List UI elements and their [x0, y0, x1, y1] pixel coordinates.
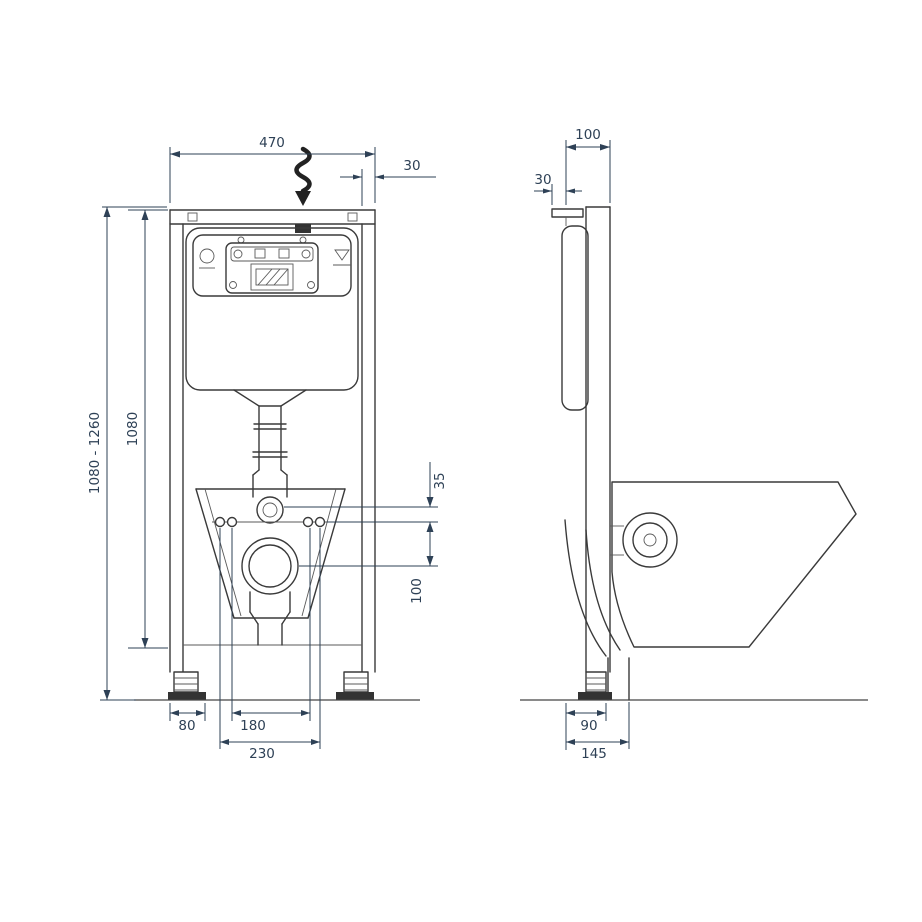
- cistern-profile: [561, 225, 589, 411]
- dim-frame-depth-label: 100: [575, 127, 601, 143]
- access-panel: [192, 234, 352, 297]
- dim-fixing-bolt-spacing-label: 180: [240, 718, 266, 734]
- dim-foot-width: 80: [169, 703, 206, 734]
- dim-foot-width-label: 80: [178, 718, 195, 734]
- dim-wall-bracket-offset: 30: [534, 172, 582, 205]
- wall-bracket: [551, 208, 584, 218]
- dim-frame-height: 1080: [125, 209, 168, 649]
- front-view: [134, 146, 420, 701]
- fixing-bolts: [212, 516, 328, 528]
- dim-profile-width: 30: [340, 158, 436, 206]
- drain-outlet: [241, 537, 299, 646]
- front-dimensions: 470 30 1080 - 1260 1080: [87, 135, 448, 762]
- flush-pipe: [252, 405, 288, 524]
- brand-logo-icon: [199, 248, 215, 269]
- frame-rails: [169, 209, 376, 673]
- dim-bend-to-drain-label: 100: [409, 578, 425, 604]
- dim-profile-width-label: 30: [403, 158, 420, 174]
- dim-foot-depth-label: 90: [580, 718, 597, 734]
- dim-overall-height: 1080 - 1260: [87, 206, 167, 701]
- dim-frame-height-label: 1080: [125, 412, 141, 446]
- flush-bend: [256, 496, 284, 524]
- waste-pipe: [564, 519, 630, 701]
- dim-frame-width: 470: [169, 135, 376, 203]
- bowl-flange: [622, 512, 678, 568]
- dim-foot-depth: 90: [565, 703, 607, 750]
- dim-frame-width-label: 470: [259, 135, 285, 151]
- dim-bend-to-drain: 100: [299, 522, 438, 604]
- dim-wall-bracket-offset-label: 30: [534, 172, 551, 188]
- flush-arrow-icon: [294, 146, 312, 206]
- dim-frame-depth: 100: [565, 127, 611, 205]
- toilet-bowl-profile: [610, 481, 857, 648]
- dim-flush-bend-offset: 35: [284, 462, 448, 532]
- dim-overall-depth-label: 145: [581, 746, 607, 762]
- dim-outlet-bolt-spacing-label: 230: [249, 746, 275, 762]
- dim-flush-bend-offset-label: 35: [432, 472, 448, 489]
- dim-fixing-bolt-spacing: 180: [231, 528, 311, 734]
- side-dimensions: 100 30 90 145: [534, 127, 630, 762]
- dim-overall-height-label: 1080 - 1260: [87, 412, 103, 494]
- side-view: [520, 206, 868, 701]
- side-frame: [551, 206, 611, 673]
- dim-overall-depth: 145: [566, 702, 630, 762]
- flush-mechanism: [225, 242, 319, 294]
- mounting-template: [195, 488, 346, 619]
- side-foot: [578, 671, 612, 700]
- front-feet: [168, 671, 374, 700]
- cistern: [185, 227, 359, 407]
- dim-outlet-bolt-spacing: 230: [219, 528, 321, 762]
- drain-symbol-icon: [333, 249, 351, 266]
